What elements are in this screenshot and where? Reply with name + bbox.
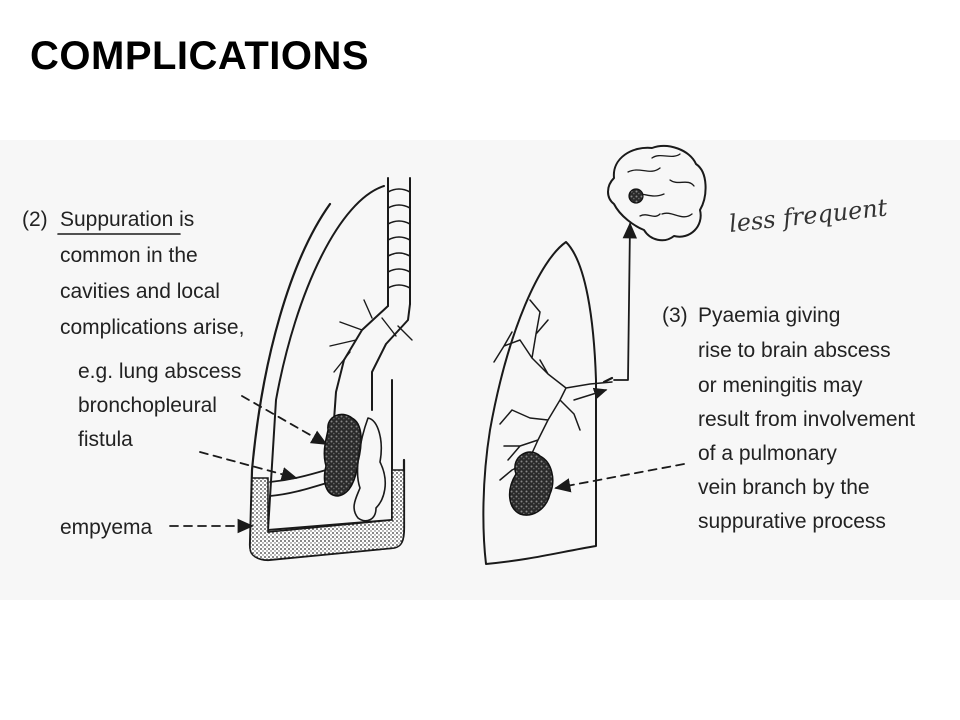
right-lung-drawing bbox=[482, 222, 685, 565]
left-text-line-2: common in the bbox=[60, 244, 198, 267]
left-annotation: (2) Suppuration is common in the cavitie… bbox=[22, 208, 244, 539]
slide-title: COMPLICATIONS bbox=[30, 34, 370, 78]
scan-background bbox=[0, 140, 960, 600]
brain-drawing bbox=[607, 145, 707, 242]
lung-cavity bbox=[353, 417, 387, 522]
arrow-to-brain bbox=[613, 222, 638, 381]
lung-abscess bbox=[323, 413, 362, 497]
right-text-line-7: suppurative process bbox=[698, 510, 886, 533]
brain-outline bbox=[607, 145, 707, 242]
left-text-line-5: e.g. lung abscess bbox=[78, 360, 241, 383]
left-text-line-4: complications arise, bbox=[60, 316, 244, 339]
right-lung-abscess bbox=[508, 451, 554, 516]
right-text-line-6: vein branch by the bbox=[698, 476, 870, 499]
right-text-line-4: result from involvement bbox=[698, 408, 915, 431]
right-label-number: (3) bbox=[662, 304, 688, 327]
left-lung-drawing bbox=[169, 177, 413, 562]
vein-to-brain bbox=[602, 376, 614, 384]
empyema-label: empyema bbox=[60, 516, 153, 539]
arrow-to-abscess bbox=[241, 395, 328, 445]
arrow-to-fistula bbox=[199, 451, 298, 482]
left-text-line-3: cavities and local bbox=[60, 280, 220, 303]
arrow-to-vein-abscess bbox=[554, 463, 685, 493]
right-text-line-5: of a pulmonary bbox=[698, 442, 837, 465]
right-text-line-3: or meningitis may bbox=[698, 374, 863, 397]
left-lung-edge-inner bbox=[267, 185, 393, 531]
trachea bbox=[387, 177, 411, 307]
arrow-along-vein bbox=[573, 387, 608, 401]
brain-abscess bbox=[628, 188, 644, 204]
pulmonary-vein-branches bbox=[493, 299, 613, 481]
right-text-line-1: Pyaemia giving bbox=[698, 304, 840, 327]
left-text-line-1: Suppuration is bbox=[60, 208, 194, 231]
right-text-line-2: rise to brain abscess bbox=[698, 339, 891, 362]
right-lung-outline bbox=[482, 241, 597, 565]
left-text-line-6: bronchopleural bbox=[78, 394, 217, 417]
empyema-band bbox=[249, 469, 405, 561]
left-bronchioles bbox=[329, 299, 413, 373]
brain-gyri bbox=[627, 153, 695, 218]
left-text-line-7: fistula bbox=[78, 428, 133, 451]
left-label-number: (2) bbox=[22, 208, 48, 231]
